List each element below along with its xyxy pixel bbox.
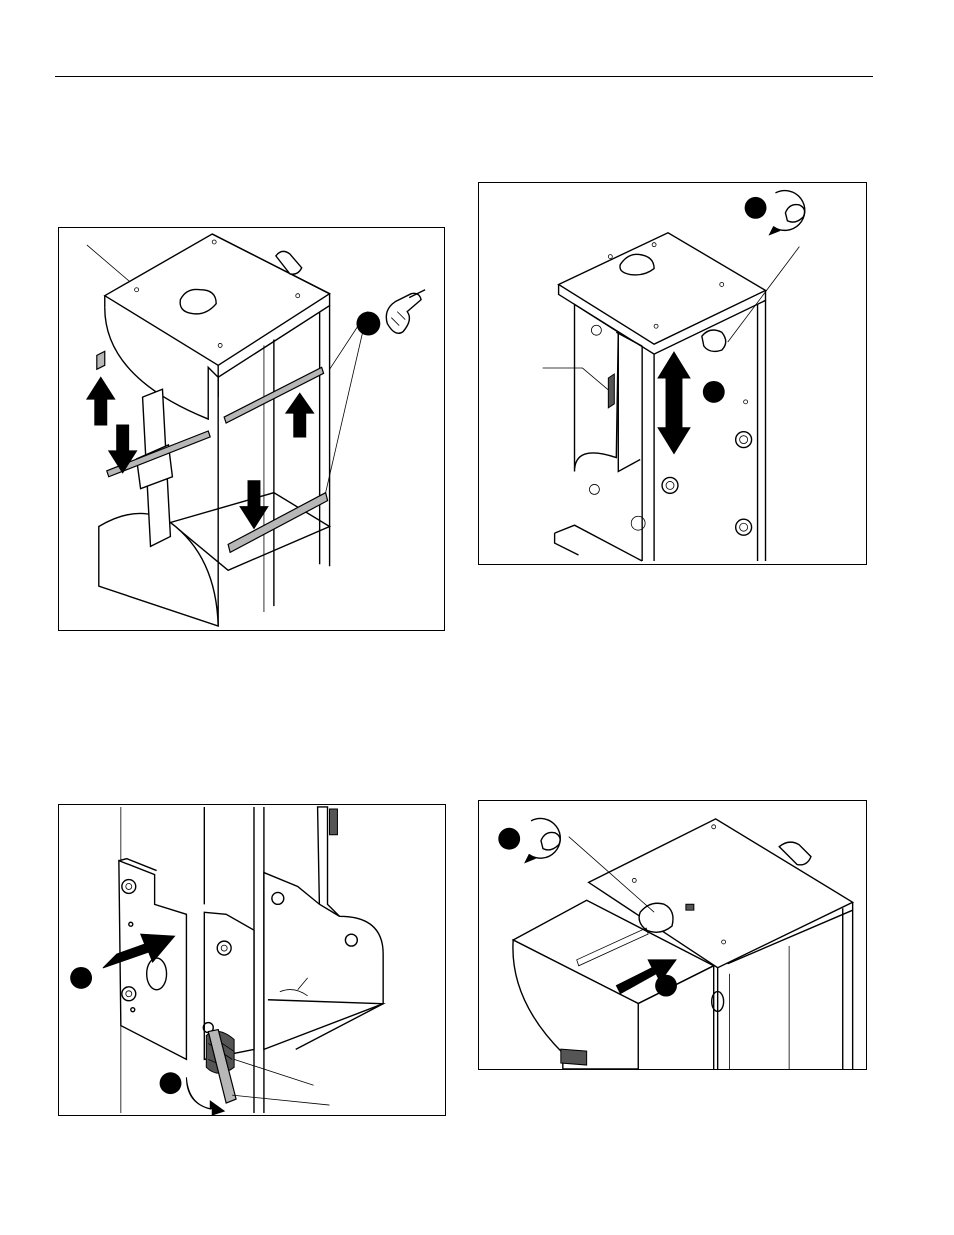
step-marker <box>160 1072 182 1094</box>
figure-slide-speaker <box>478 800 867 1070</box>
height-adjust-illustration <box>479 183 866 564</box>
step-marker <box>356 312 380 336</box>
figure-remove-plate <box>58 804 446 1116</box>
figure-adjust-height <box>478 182 867 565</box>
rotate-ccw-hand-icon <box>769 191 804 235</box>
rails-illustration <box>59 228 444 630</box>
figure-install-rails <box>58 227 445 631</box>
step-marker <box>745 197 767 219</box>
rotate-ccw-hand-icon <box>525 818 560 862</box>
step-marker <box>703 381 725 403</box>
header-rule <box>55 76 873 77</box>
plate-removal-illustration <box>59 805 445 1115</box>
step-marker <box>655 975 677 997</box>
step-marker <box>70 967 92 989</box>
step-marker <box>498 828 520 850</box>
hand-grip-icon <box>386 290 425 334</box>
slide-speaker-illustration <box>479 801 866 1069</box>
